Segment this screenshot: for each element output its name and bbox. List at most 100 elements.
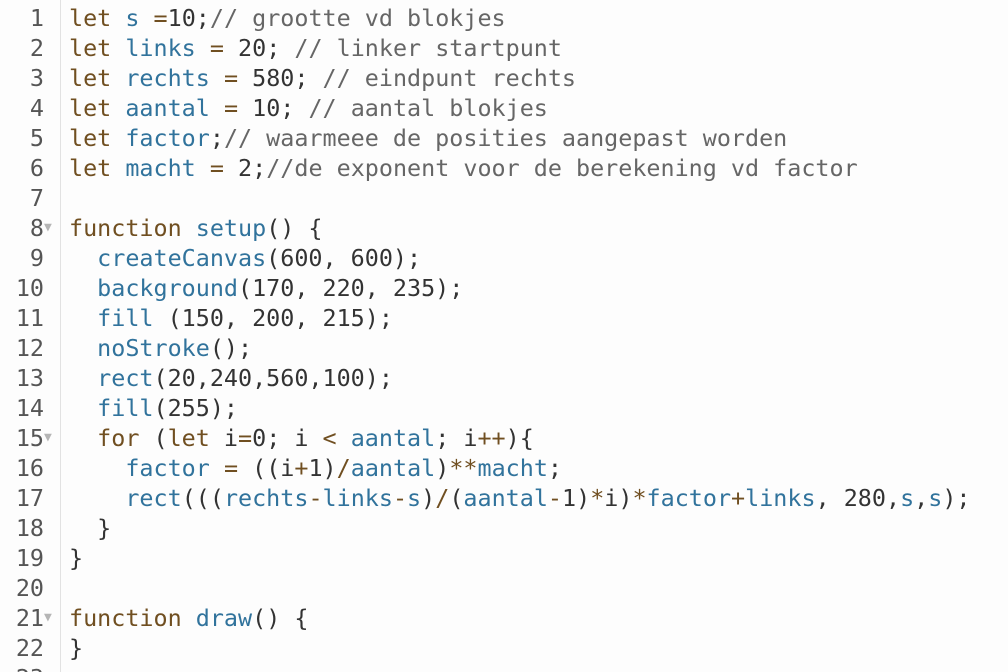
text-token: i) bbox=[604, 484, 633, 512]
identifier-token: fill bbox=[97, 304, 154, 332]
fold-arrow-icon[interactable]: ▼ bbox=[44, 430, 52, 445]
operator-token: - bbox=[392, 484, 408, 512]
text-token: () { bbox=[252, 604, 309, 632]
text-token bbox=[69, 484, 125, 512]
text-token bbox=[69, 274, 97, 302]
comment-token: //de exponent voor de berekening vd fact… bbox=[266, 154, 858, 182]
text-token: (); bbox=[209, 334, 253, 362]
text-token: 1) bbox=[562, 484, 591, 512]
identifier-token: macht bbox=[477, 454, 548, 482]
code-line[interactable]: let rechts = 580; // eindpunt rechts bbox=[69, 63, 576, 93]
identifier-token: links bbox=[125, 34, 196, 62]
line-number: 12 bbox=[15, 334, 44, 362]
line-number: 1 bbox=[29, 4, 44, 32]
code-line[interactable]: fill(255); bbox=[69, 393, 238, 423]
text-token: ; bbox=[547, 454, 563, 482]
line-number: 4 bbox=[29, 94, 44, 122]
code-line[interactable]: createCanvas(600, 600); bbox=[69, 243, 421, 273]
code-line[interactable]: } bbox=[69, 633, 83, 663]
code-line[interactable]: } bbox=[69, 543, 83, 573]
identifier-token: aantal bbox=[463, 484, 548, 512]
text-token bbox=[196, 154, 210, 182]
line-number: 2 bbox=[29, 34, 44, 62]
identifier-token: draw bbox=[195, 604, 253, 632]
identifier-token: macht bbox=[125, 154, 196, 182]
text-token bbox=[69, 244, 97, 272]
line-number: 7 bbox=[29, 184, 44, 212]
fold-arrow-icon[interactable]: ▼ bbox=[44, 610, 52, 625]
identifier-token: links bbox=[745, 484, 816, 512]
text-token bbox=[210, 454, 224, 482]
line-number: 14 bbox=[15, 394, 44, 422]
line-number: 13 bbox=[15, 364, 44, 392]
code-line[interactable]: fill (150, 200, 215); bbox=[69, 303, 393, 333]
text-token: ) bbox=[435, 454, 450, 482]
identifier-token: rechts bbox=[223, 484, 309, 512]
operator-token: ++ bbox=[477, 424, 506, 452]
text-token bbox=[69, 454, 125, 482]
code-line[interactable]: for (let i=0; i < aantal; i++){ bbox=[69, 423, 534, 453]
text-token: ){ bbox=[505, 424, 534, 452]
text-token bbox=[182, 214, 196, 242]
operator-token: / bbox=[435, 484, 450, 512]
identifier-token: noStroke bbox=[97, 334, 210, 362]
line-number: 5 bbox=[29, 124, 44, 152]
code-line[interactable]: rect(((rechts-links-s)/(aantal-1)*i)*fac… bbox=[69, 483, 971, 513]
code-line[interactable]: let macht = 2;//de exponent voor de bere… bbox=[69, 153, 858, 183]
line-number: 16 bbox=[15, 454, 44, 482]
line-number: 10 bbox=[15, 274, 44, 302]
text-token bbox=[337, 424, 351, 452]
line-number: 19 bbox=[15, 544, 44, 572]
identifier-token: aantal bbox=[350, 454, 436, 482]
line-number: 6 bbox=[29, 154, 44, 182]
text-token bbox=[111, 124, 125, 152]
text-token: i bbox=[209, 424, 239, 452]
code-line[interactable]: } bbox=[69, 513, 111, 543]
line-number: 22 bbox=[15, 634, 44, 662]
code-line[interactable]: let aantal = 10; // aantal blokjes bbox=[69, 93, 548, 123]
operator-token: = bbox=[209, 34, 224, 62]
text-token: 580; bbox=[238, 64, 323, 92]
keyword-token: let bbox=[69, 64, 112, 92]
text-token: 10; bbox=[167, 4, 210, 32]
text-token bbox=[111, 154, 125, 182]
code-line[interactable]: function setup() { bbox=[69, 213, 323, 243]
code-line[interactable]: let factor;// waarmeee de posities aange… bbox=[69, 123, 787, 153]
operator-token: = bbox=[209, 154, 224, 182]
text-token: 2; bbox=[223, 154, 267, 182]
identifier-token: factor bbox=[125, 124, 210, 152]
text-token: ); bbox=[942, 484, 971, 512]
text-token: } bbox=[69, 544, 84, 572]
operator-token: - bbox=[547, 484, 563, 512]
line-number: 18 bbox=[15, 514, 44, 542]
identifier-token: rect bbox=[97, 364, 154, 392]
code-line[interactable]: factor = ((i+1)/aantal)**macht; bbox=[69, 453, 562, 483]
line-number: 15 bbox=[15, 424, 44, 452]
text-token: ; bbox=[209, 124, 224, 152]
text-token: ( bbox=[449, 484, 464, 512]
code-line[interactable]: function draw() { bbox=[69, 603, 308, 633]
code-line[interactable]: let links = 20; // linker startpunt bbox=[69, 33, 562, 63]
fold-arrow-icon[interactable]: ▼ bbox=[44, 220, 52, 235]
text-token: (150, 200, 215); bbox=[153, 304, 393, 332]
operator-token: / bbox=[336, 454, 351, 482]
identifier-token: aantal bbox=[125, 94, 210, 122]
operator-token: * bbox=[590, 484, 605, 512]
identifier-token: rect bbox=[125, 484, 182, 512]
text-token bbox=[139, 4, 153, 32]
text-token bbox=[69, 304, 97, 332]
text-token bbox=[111, 4, 125, 32]
code-line[interactable]: let s =10;// grootte vd blokjes bbox=[69, 3, 506, 33]
line-number: 17 bbox=[15, 484, 44, 512]
keyword-token: function bbox=[69, 604, 182, 632]
code-line[interactable]: rect(20,240,560,100); bbox=[69, 363, 393, 393]
text-token: ) bbox=[421, 484, 436, 512]
text-token bbox=[69, 394, 97, 422]
keyword-token: for bbox=[97, 424, 140, 452]
text-token: , 280, bbox=[815, 484, 901, 512]
operator-token: ** bbox=[449, 454, 478, 482]
code-line[interactable]: background(170, 220, 235); bbox=[69, 273, 463, 303]
identifier-token: factor bbox=[646, 484, 732, 512]
code-line[interactable]: noStroke(); bbox=[69, 333, 252, 363]
